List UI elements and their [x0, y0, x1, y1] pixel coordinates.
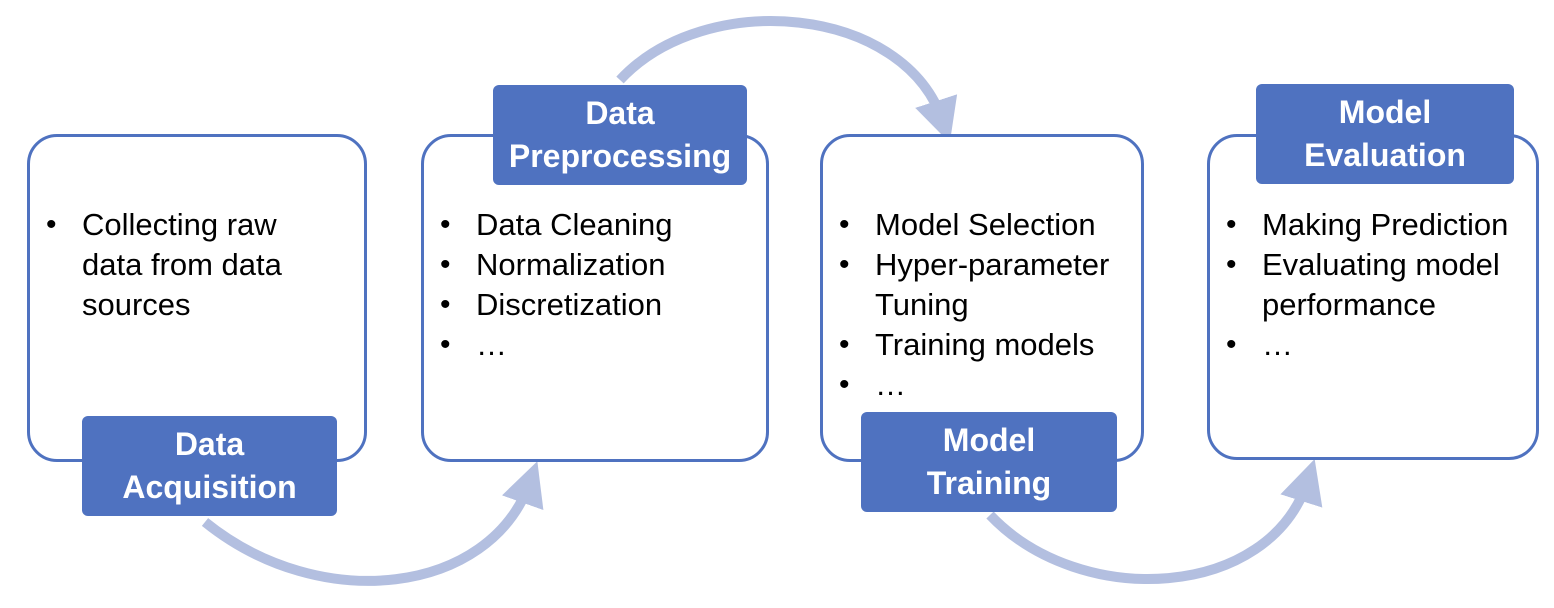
bullet-item: Training models — [835, 325, 1145, 365]
bullet-item: Making Prediction — [1222, 205, 1537, 245]
bullet-list: Collecting raw data from data sources — [42, 205, 342, 325]
bullet-item: Evaluating model performance — [1222, 245, 1537, 325]
stage-card-data-acquisition: Collecting raw data from data sources — [27, 134, 367, 462]
arrow-preprocessing-to-training — [616, 16, 958, 143]
bullet-list: Data Cleaning Normalization Discretizati… — [436, 205, 756, 365]
stage-label-line: Data — [585, 95, 655, 131]
bullet-item: … — [835, 365, 1145, 405]
arrow-acquisition-to-preprocessing — [201, 461, 544, 586]
stage-label-line: Preprocessing — [508, 138, 732, 174]
bullet-item: Collecting raw data from data sources — [42, 205, 342, 325]
stage-label-line: Model — [1338, 94, 1432, 130]
stage-card-model-evaluation: Making Prediction Evaluating model perfo… — [1207, 134, 1539, 460]
bullet-list: Making Prediction Evaluating model perfo… — [1222, 205, 1537, 365]
stage-label-data-acquisition: Data Acquisition — [82, 416, 337, 516]
bullet-item: … — [436, 325, 756, 365]
stage-card-data-preprocessing: Data Cleaning Normalization Discretizati… — [421, 134, 769, 462]
stage-label-line: Evaluation — [1304, 137, 1466, 173]
stage-label-line: Model — [942, 422, 1036, 458]
stage-label-model-evaluation: Model Evaluation — [1256, 84, 1514, 184]
bullet-item: Data Cleaning — [436, 205, 756, 245]
stage-label-line: Acquisition — [122, 469, 297, 505]
bullet-item: Hyper-parameter Tuning — [835, 245, 1145, 325]
arrow-training-to-evaluation — [986, 459, 1323, 584]
stage-label-model-training: Model Training — [861, 412, 1117, 512]
bullet-item: Normalization — [436, 245, 756, 285]
stage-label-line: Training — [926, 465, 1052, 501]
stage-label-line: Data — [174, 426, 245, 462]
bullet-item: … — [1222, 325, 1537, 365]
bullet-list: Model Selection Hyper-parameter Tuning T… — [835, 205, 1145, 405]
bullet-item: Model Selection — [835, 205, 1145, 245]
stage-label-data-preprocessing: Data Preprocessing — [493, 85, 747, 185]
bullet-item: Discretization — [436, 285, 756, 325]
